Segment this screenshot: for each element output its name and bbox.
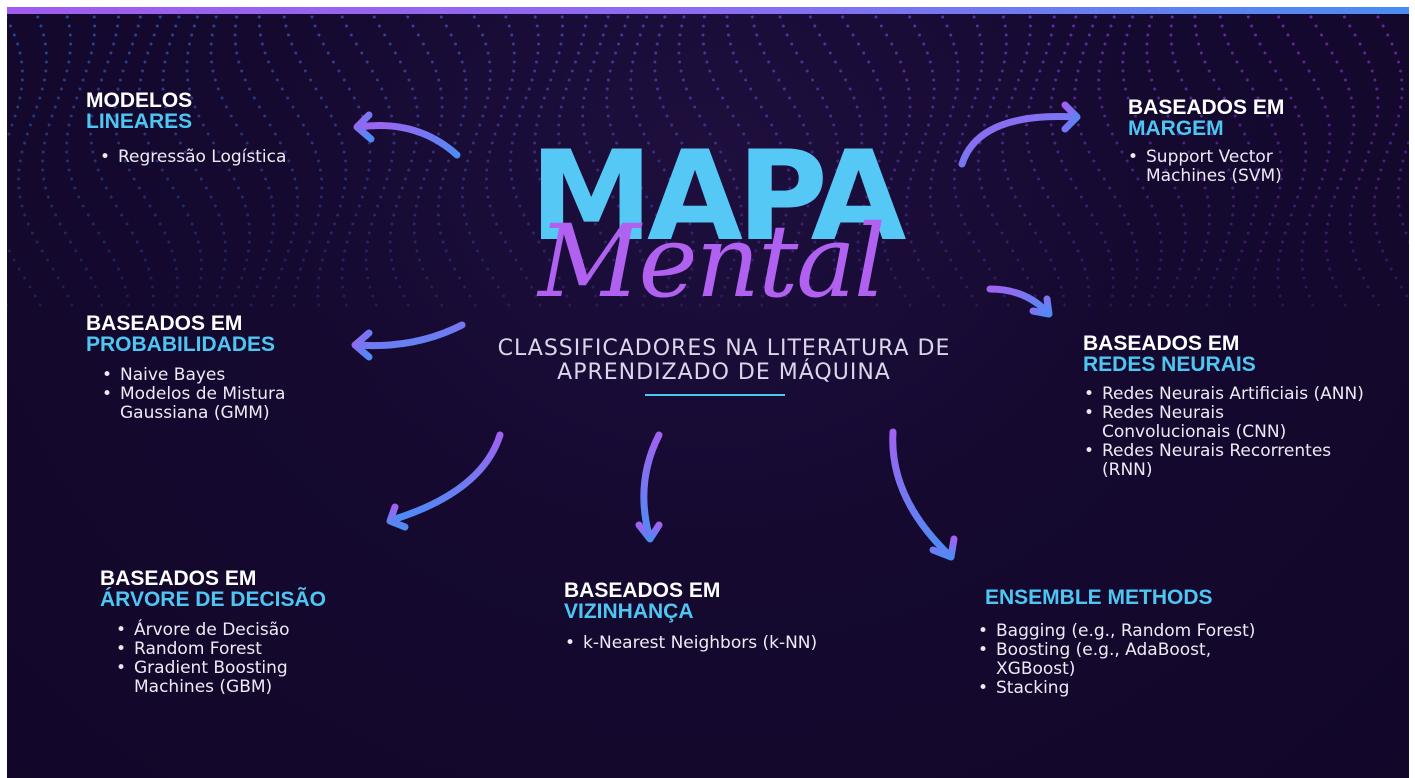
node-item-list: Redes Neurais Artificiais (ANN) Redes Ne… xyxy=(1083,385,1383,480)
node-category: ÁRVORE DE DECISÃO xyxy=(100,588,326,611)
node-heading: BASEADOS EM xyxy=(86,312,243,335)
node-ensemble-methods: ENSEMBLE METHODS Bagging (e.g., Random F… xyxy=(978,586,1315,699)
node-baseados-em-margem: BASEADOS EM MARGEM Support Vector Machin… xyxy=(1128,97,1368,186)
node-item-list: Bagging (e.g., Random Forest) Boosting (… xyxy=(978,622,1315,699)
list-item: Redes Neurais Recorrentes (RNN) xyxy=(1084,442,1366,480)
arrow-to-lineares xyxy=(353,111,461,159)
list-item: Gradient Boosting Machines (GBM) xyxy=(116,659,324,697)
arrow-to-probabilidades xyxy=(351,321,466,361)
list-item: Random Forest xyxy=(116,640,380,660)
list-item: Support Vector Machines (SVM) xyxy=(1128,148,1336,186)
subtitle: CLASSIFICADORES NA LITERATURA DE APRENDI… xyxy=(497,336,951,385)
dotted-wave-background xyxy=(7,15,1409,307)
node-category: REDES NEURAIS xyxy=(1083,353,1256,376)
mind-map-canvas: MAPA Mental CLASSIFICADORES NA LITERATUR… xyxy=(7,7,1409,778)
list-item: Modelos de Mistura Gaussiana (GMM) xyxy=(102,385,330,423)
node-modelos-lineares: MODELOS LINEARES Regressão Logística xyxy=(86,90,286,167)
title-divider xyxy=(645,394,785,396)
node-baseados-em-vizinhanca: BASEADOS EM VIZINHANÇA k-Nearest Neighbo… xyxy=(564,580,824,653)
node-item-list: Regressão Logística xyxy=(86,148,286,168)
list-item: Naive Bayes xyxy=(102,366,346,386)
list-item: Árvore de Decisão xyxy=(116,621,380,641)
node-heading: MODELOS xyxy=(86,89,193,112)
arrow-to-arvore xyxy=(386,431,504,531)
node-heading: BASEADOS EM xyxy=(1128,96,1285,119)
node-heading: BASEADOS EM xyxy=(1083,332,1240,355)
node-heading: BASEADOS EM xyxy=(100,567,257,590)
list-item: Redes Neurais Convolucionais (CNN) xyxy=(1084,404,1322,442)
arrow-to-margem xyxy=(958,101,1081,168)
node-item-list: Support Vector Machines (SVM) xyxy=(1128,148,1368,186)
list-item: Regressão Logística xyxy=(100,148,286,168)
node-category: PROBABILIDADES xyxy=(86,333,276,356)
list-item: Stacking xyxy=(978,679,1315,699)
node-category: MARGEM xyxy=(1128,117,1224,140)
arrow-to-vizinhanca xyxy=(635,431,663,543)
arrow-to-redes xyxy=(986,285,1053,318)
node-item-list: Árvore de Decisão Random Forest Gradient… xyxy=(100,621,380,697)
node-baseados-em-redes-neurais: BASEADOS EM REDES NEURAIS Redes Neurais … xyxy=(1083,333,1383,480)
arrow-to-ensemble xyxy=(889,428,958,561)
title-mapa: MAPA xyxy=(529,125,907,269)
list-item: k-Nearest Neighbors (k-NN) xyxy=(565,634,823,654)
node-baseados-em-probabilidades: BASEADOS EM PROBABILIDADES Naive Bayes M… xyxy=(86,313,346,423)
list-item: Boosting (e.g., AdaBoost, XGBoost) xyxy=(978,641,1256,679)
node-item-list: Naive Bayes Modelos de Mistura Gaussiana… xyxy=(86,366,346,423)
title-mental: Mental xyxy=(538,203,886,320)
node-category: ENSEMBLE METHODS xyxy=(985,586,1213,609)
connector-arrows xyxy=(351,101,1081,561)
top-gradient-bar xyxy=(7,7,1409,14)
node-category: VIZINHANÇA xyxy=(564,600,694,623)
node-baseados-em-arvore-de-decisao: BASEADOS EM ÁRVORE DE DECISÃO Árvore de … xyxy=(100,568,380,697)
list-item: Redes Neurais Artificiais (ANN) xyxy=(1084,385,1366,405)
node-category: LINEARES xyxy=(86,110,193,133)
list-item: Bagging (e.g., Random Forest) xyxy=(978,622,1315,642)
node-heading: BASEADOS EM xyxy=(564,579,721,602)
node-item-list: k-Nearest Neighbors (k-NN) xyxy=(564,634,824,654)
